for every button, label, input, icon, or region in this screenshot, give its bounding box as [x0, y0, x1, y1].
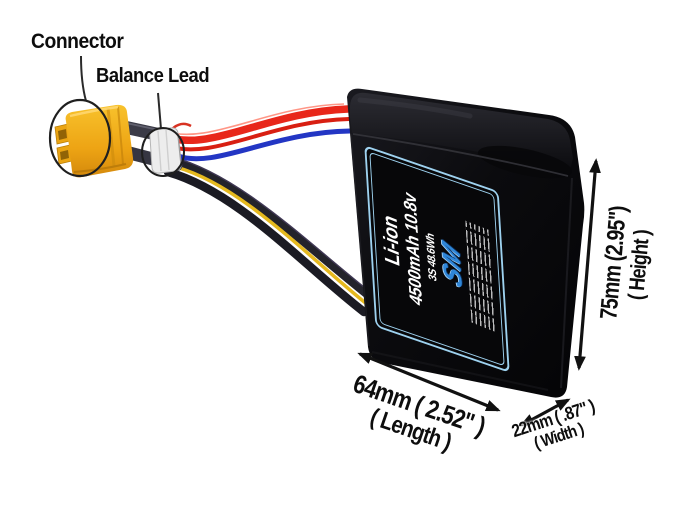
- wire-red-pair: [162, 103, 352, 152]
- callout-marks: [48, 55, 185, 178]
- height-arrow: [574, 158, 601, 371]
- connector-callout-label: Connector: [31, 30, 124, 53]
- fine-print-lines: [464, 220, 497, 333]
- connector-highlight-circle: [48, 98, 112, 178]
- balance-leader-line: [157, 92, 162, 130]
- label-capacity-voltage: 4500mAh 10.8v: [399, 190, 427, 310]
- length-arrow: [357, 352, 501, 412]
- balance-lead-callout-label: Balance Lead: [96, 65, 210, 87]
- wire-black-bundle: [163, 155, 377, 317]
- wire-blue: [175, 128, 353, 162]
- wire-yellow: [175, 165, 370, 307]
- label-config-energy: 3S 48.6Wh: [422, 230, 439, 283]
- power-connector: [54, 104, 134, 178]
- balance-highlight-circle: [141, 127, 185, 177]
- brand-logo-icon: SM: [436, 236, 468, 294]
- dimension-arrows: [357, 158, 601, 427]
- label-chemistry: Li-ion: [377, 211, 404, 270]
- width-arrow: [519, 398, 571, 427]
- connector-leader-line: [80, 55, 87, 102]
